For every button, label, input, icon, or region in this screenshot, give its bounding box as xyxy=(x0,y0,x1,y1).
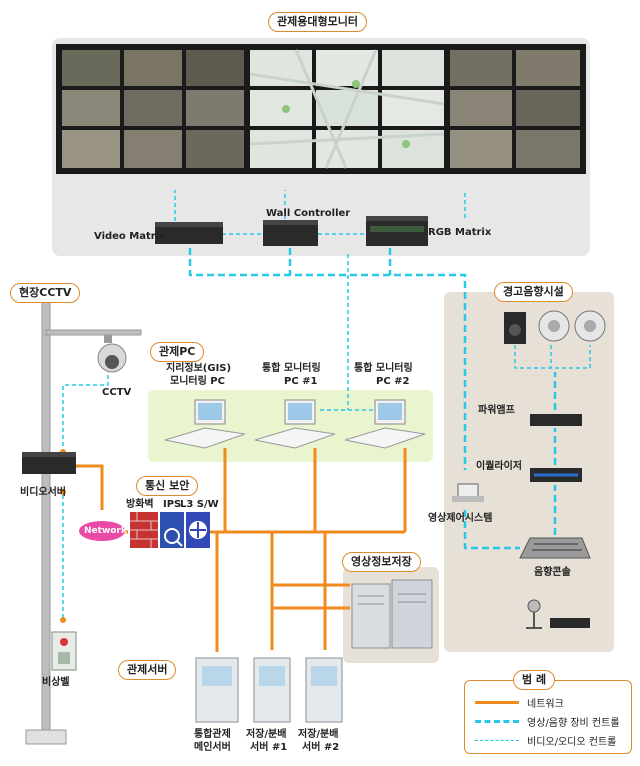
field-cctv-title: 현장CCTV xyxy=(10,283,81,303)
legend-title: 범 례 xyxy=(513,670,556,690)
legend-item-av-control: 비디오/오디오 컨트롤 xyxy=(475,733,616,748)
video-matrix-icon xyxy=(155,222,223,244)
video-wall xyxy=(56,44,586,174)
legend-item-equipment-control: 영상/음향 장비 컨트롤 xyxy=(475,714,620,729)
monitoring-pc1-icon xyxy=(254,399,336,449)
video-control-label: 영상제어시스템 xyxy=(428,513,493,524)
main-server-label-2: 메인서버 xyxy=(194,742,231,753)
security-title: 통신 보안 xyxy=(136,476,199,496)
storage-server2-icon xyxy=(305,657,343,723)
monitoring-pc2-icon xyxy=(344,399,426,449)
storage-server1-icon xyxy=(253,657,291,723)
rgb-matrix-label: RGB Matrix xyxy=(428,227,492,238)
main-server-icon xyxy=(195,657,239,723)
video-server-icon xyxy=(22,452,76,474)
power-amp-icon xyxy=(530,414,582,426)
network-icon xyxy=(79,521,125,541)
legend-item-network: 네트워크 xyxy=(475,695,564,710)
pole-base xyxy=(25,729,67,745)
video-matrix-label: Video Matrix xyxy=(94,231,166,242)
gis-pc-icon xyxy=(164,399,246,449)
ips-icon xyxy=(160,512,184,548)
video-audio-control-lines xyxy=(62,190,591,620)
firewall-label: 방화벽 xyxy=(126,499,154,510)
map-screens-center xyxy=(249,49,445,169)
legend-equipment-line xyxy=(475,720,519,723)
wall-controller-icon xyxy=(263,220,318,246)
control-pc-title: 관제PC xyxy=(150,342,205,362)
legend-network-line xyxy=(475,701,519,704)
network-label: Network xyxy=(84,526,127,536)
emergency-bell-icon xyxy=(51,631,77,671)
emergency-bell-label: 비상벨 xyxy=(42,677,70,688)
l3sw-label: L3 S/W xyxy=(180,499,219,510)
horn-speaker1-icon xyxy=(538,310,570,342)
monitor-wall-title: 관제용대형모니터 xyxy=(268,12,367,32)
cctv-arm xyxy=(45,329,142,336)
speaker-icon xyxy=(504,312,526,344)
equalizer-label: 이퀄라이저 xyxy=(476,461,522,472)
video-server-label: 비디오서버 xyxy=(20,487,66,498)
legend: 범 례 네트워크 영상/음향 장비 컨트롤 비디오/오디오 컨트롤 xyxy=(464,670,632,754)
wall-controller-label: Wall Controller xyxy=(266,208,351,219)
video-storage-title: 영상정보저장 xyxy=(342,552,421,572)
firewall-icon xyxy=(130,512,158,548)
legend-av-line xyxy=(475,740,519,741)
storage-server-icon xyxy=(351,579,433,649)
pc1-label-2: PC #1 xyxy=(284,376,318,387)
network-lines xyxy=(76,448,407,652)
video-control-system-icon xyxy=(452,483,484,502)
microphone-icon xyxy=(526,599,542,629)
wireless-receiver-icon xyxy=(550,618,590,628)
cctv-label: CCTV xyxy=(102,387,132,398)
rgb-matrix-icon xyxy=(366,216,428,246)
storage1-label-1: 저장/분배 xyxy=(246,729,287,740)
pc2-label-2: PC #2 xyxy=(376,376,410,387)
control-server-title: 관제서버 xyxy=(118,660,177,680)
gis-pc-label-1: 지리정보(GIS) xyxy=(166,363,232,374)
storage2-label-2: 서버 #2 xyxy=(302,742,340,753)
gis-pc-label-2: 모니터링 PC xyxy=(170,376,225,387)
l3-switch-icon xyxy=(186,512,210,548)
equipment-control-lines xyxy=(188,248,557,550)
ips-label: IPS xyxy=(163,499,182,510)
pc2-label-1: 통합 모니터링 xyxy=(354,363,413,374)
cctv-screens-right xyxy=(450,50,580,168)
storage2-label-1: 저장/분배 xyxy=(298,729,339,740)
horn-speaker2-icon xyxy=(574,310,606,342)
mixer-icon xyxy=(519,537,591,559)
equalizer-icon xyxy=(530,468,582,482)
audio-facility-panel xyxy=(444,292,614,652)
cctv-camera-icon xyxy=(97,335,127,373)
pc1-label-1: 통합 모니터링 xyxy=(262,363,321,374)
audio-facility-title: 경고음향시설 xyxy=(494,282,573,302)
power-amp-label: 파워앰프 xyxy=(478,405,515,416)
cctv-screens-left xyxy=(62,50,244,168)
main-server-label-1: 통합관제 xyxy=(194,729,231,740)
mixer-label: 음향콘솔 xyxy=(534,567,571,578)
storage1-label-2: 서버 #1 xyxy=(250,742,288,753)
